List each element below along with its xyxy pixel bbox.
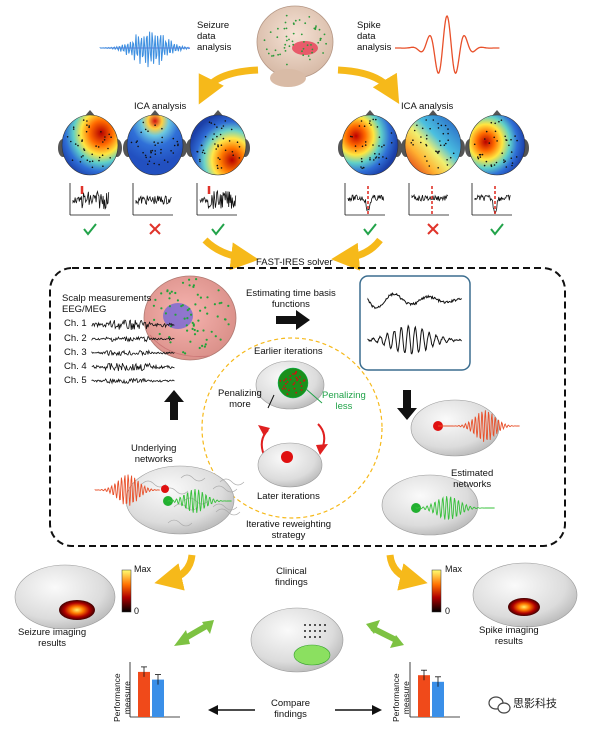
spike-result-brain	[472, 562, 578, 628]
earlier-iterations-label: Earlier iterations	[254, 346, 323, 357]
colorbar-right	[431, 569, 442, 613]
solver-box	[49, 267, 566, 547]
colorbar-left-max: Max	[134, 564, 152, 574]
brain-later	[257, 442, 323, 488]
time-basis-box	[359, 275, 471, 371]
spike-results-label: Spike imaging results	[479, 625, 539, 647]
arrow-time-basis	[276, 310, 310, 330]
check-icon	[211, 223, 225, 236]
spike-waveform	[395, 15, 500, 75]
solver-title: FAST-IRES solver	[256, 257, 333, 268]
ica-title-right: ICA analysis	[401, 101, 454, 112]
channel-1: Ch. 1	[64, 318, 87, 329]
penalizing-less-label: Penalizing less	[322, 390, 366, 412]
arrow-to-seizure-results	[154, 554, 196, 591]
check-icon	[83, 223, 97, 236]
performance-chart-right	[409, 662, 460, 718]
seizure-analysis-label: Seizure data analysis	[197, 20, 232, 53]
estimated-networks-label: Estimated networks	[451, 468, 494, 490]
channel-5: Ch. 5	[64, 375, 87, 386]
arrow-down	[397, 390, 417, 420]
eeg-channels	[91, 319, 175, 385]
colorbar-left-min: 0	[134, 606, 140, 616]
bar-1	[432, 681, 444, 717]
perf-ylabel-left: Performance measure	[112, 673, 132, 722]
arrow-right-to-solver	[331, 237, 383, 271]
seizure-results-label: Seizure imaging results	[18, 627, 87, 649]
scalp-head	[143, 275, 237, 361]
spike-analysis-label: Spike data analysis	[357, 20, 392, 53]
bar-0	[138, 671, 150, 717]
clinical-findings-label: Clinical findings	[275, 566, 308, 588]
ica-title-left: ICA analysis	[134, 101, 187, 112]
channel-3: Ch. 3	[64, 347, 87, 358]
scalp-title: Scalp measurements EEG/MEG	[62, 293, 152, 315]
eeg-head-model	[256, 5, 334, 87]
wechat-icon	[488, 696, 511, 714]
green-arrow-left	[174, 620, 214, 646]
brain-earlier	[255, 360, 325, 410]
brain-estimated-2	[381, 474, 495, 536]
reweighting-label: Iterative reweighting strategy	[246, 519, 332, 541]
arrow-up	[164, 390, 184, 420]
arrow-left-to-solver	[202, 237, 259, 271]
colorbar-left	[121, 569, 132, 613]
ica-topomaps	[58, 110, 529, 176]
cross-icon	[149, 223, 161, 235]
iteration-circle	[201, 337, 383, 519]
underlying-networks-label: Underlying networks	[131, 443, 177, 465]
compare-arrow-left	[208, 705, 255, 715]
compare-findings-label: Compare findings	[271, 698, 311, 720]
time-basis-label: Estimating time basis functions	[246, 288, 336, 310]
seizure-result-brain	[14, 564, 116, 630]
ica-time-courses	[69, 183, 512, 216]
ica-selection-marks	[83, 223, 504, 236]
watermark-text: 思影科技	[513, 697, 557, 710]
later-iterations-label: Later iterations	[257, 491, 320, 502]
channel-2: Ch. 2	[64, 333, 87, 344]
bar-0	[418, 675, 430, 717]
check-icon	[363, 223, 377, 236]
performance-chart-left	[129, 662, 180, 718]
bar-1	[152, 679, 164, 717]
brain-underlying	[94, 465, 245, 535]
arrow-to-left-ica	[198, 66, 259, 105]
colorbar-right-max: Max	[445, 564, 463, 574]
check-icon	[490, 223, 504, 236]
seizure-waveform	[99, 31, 190, 68]
cross-icon	[427, 223, 439, 235]
colorbar-right-min: 0	[445, 606, 451, 616]
penalizing-more-label: Penalizing more	[218, 388, 262, 410]
compare-arrow-right	[335, 705, 382, 715]
channel-4: Ch. 4	[64, 361, 87, 372]
arrow-to-spike-results	[386, 554, 428, 591]
clinical-brain	[250, 607, 344, 673]
brain-estimated-1	[410, 399, 520, 457]
perf-ylabel-right: Performance measure	[391, 673, 411, 722]
arrow-to-right-ica	[337, 66, 400, 104]
green-arrow-right	[366, 620, 404, 648]
